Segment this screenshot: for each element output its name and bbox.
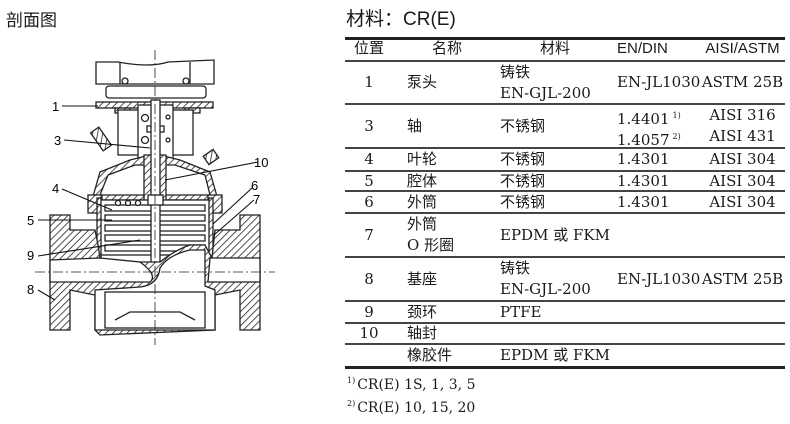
row-name: 叶轮: [407, 150, 438, 168]
header-material: 材料: [539, 40, 570, 57]
callout-3: 3: [54, 133, 61, 148]
row-en-din: 1.4301: [617, 192, 670, 213]
row-en-din: 1.4301: [617, 171, 670, 192]
row-name: 颈环: [407, 302, 438, 321]
row-aisi-astm: ASTM 25B: [701, 73, 784, 91]
row-position: 1: [364, 73, 374, 91]
row-material: 不锈钢: [500, 171, 546, 190]
row-material: EN-GJL-200: [500, 83, 591, 102]
row-position: 4: [364, 150, 374, 168]
row-en-din: EN-JL1030: [617, 269, 700, 290]
callout-9: 9: [27, 248, 34, 263]
row-material: EPDM 或 FKM: [500, 225, 610, 244]
footnote-text: CR(E) 1S, 1, 3, 5: [357, 377, 476, 393]
row-en-din: 1.4301: [617, 149, 670, 170]
callout-8: 8: [27, 282, 34, 297]
callout-10: 10: [254, 155, 268, 170]
row-name: 泵头: [407, 73, 438, 91]
footnote-1: 1)CR(E) 1S, 1, 3, 5: [347, 376, 476, 393]
pump-cross-section-diagram: 1 3 4 5 9 8 10 6 7: [27, 50, 275, 345]
row-material: 不锈钢: [500, 192, 546, 211]
table-row-rule: [345, 147, 785, 149]
row-position: 9: [364, 302, 374, 321]
row-material: 不锈钢: [500, 150, 546, 168]
footnote-ref: 1): [672, 111, 681, 120]
footnote-2: 2)CR(E) 10, 15, 20: [347, 399, 475, 416]
table-row-rule: [345, 300, 785, 302]
row-material: EN-GJL-200: [500, 280, 591, 298]
table-row-rule: [345, 60, 785, 62]
row-name: 轴: [407, 116, 423, 135]
row-aisi-astm: AISI 304: [709, 192, 776, 211]
table-row-rule: [345, 190, 785, 192]
callout-1: 1: [52, 99, 59, 114]
footnote-mark: 1): [347, 376, 356, 385]
callout-6: 6: [251, 178, 258, 193]
row-name: O 形圈: [407, 236, 455, 254]
row-aisi-astm: AISI 431: [709, 127, 776, 145]
header-name: 名称: [431, 40, 462, 57]
callout-4: 4: [52, 181, 59, 196]
row-position: 7: [364, 225, 374, 244]
row-position: 6: [364, 192, 374, 211]
table-row-rule: [345, 212, 785, 214]
en-din-value: 1.4301: [617, 171, 670, 190]
table-top-rule: [345, 37, 785, 40]
row-position: 5: [364, 171, 374, 190]
row-aisi-astm: AISI 304: [709, 171, 776, 190]
row-en-din: EN-JL1030: [617, 72, 700, 93]
table-row-rule: [345, 343, 785, 345]
row-position: 10: [359, 324, 379, 342]
callout-5: 5: [27, 213, 34, 228]
table-row-rule: [345, 170, 785, 172]
row-aisi-astm: AISI 304: [709, 150, 776, 168]
materials-title: 材料：CR(E): [346, 9, 456, 30]
table-bottom-rule: [345, 366, 785, 369]
row-material: EPDM 或 FKM: [500, 346, 610, 364]
table-row-rule: [345, 256, 785, 258]
footnote-mark: 2): [347, 399, 356, 408]
en-din-value: 1.4301: [617, 192, 670, 211]
row-name: 外筒: [407, 192, 438, 211]
en-din-value: EN-JL1030: [617, 269, 701, 288]
row-position: 8: [364, 269, 374, 288]
row-name: 轴封: [407, 324, 438, 342]
header-position: 位置: [353, 40, 384, 57]
row-material: 不锈钢: [500, 116, 546, 135]
en-din-value: 1.4301: [617, 150, 670, 168]
table-row-rule: [345, 103, 785, 105]
row-material: PTFE: [500, 302, 542, 321]
en-din-value: 1.4057: [617, 131, 670, 149]
en-din-value: EN-JL1030: [617, 73, 701, 91]
figure-title: 剖面图: [6, 11, 57, 31]
en-din-value: 1.4401: [617, 110, 670, 128]
table-row-rule: [345, 322, 785, 324]
row-name: 腔体: [407, 171, 438, 190]
row-aisi-astm: ASTM 25B: [701, 269, 784, 288]
row-position: 3: [364, 116, 374, 135]
footnote-ref: 2): [672, 132, 681, 141]
row-material: 铸铁: [500, 62, 531, 81]
callout-7: 7: [253, 192, 260, 207]
row-aisi-astm: AISI 316: [709, 106, 776, 124]
row-material: 铸铁: [500, 259, 531, 277]
header-en-din: EN/DIN: [617, 40, 668, 57]
row-name: 外筒: [407, 215, 438, 233]
row-name: 基座: [407, 269, 438, 288]
footnote-text: CR(E) 10, 15, 20: [357, 400, 476, 416]
row-name: 橡胶件: [407, 346, 453, 364]
header-aisi-astm: AISI/ASTM: [705, 40, 780, 57]
